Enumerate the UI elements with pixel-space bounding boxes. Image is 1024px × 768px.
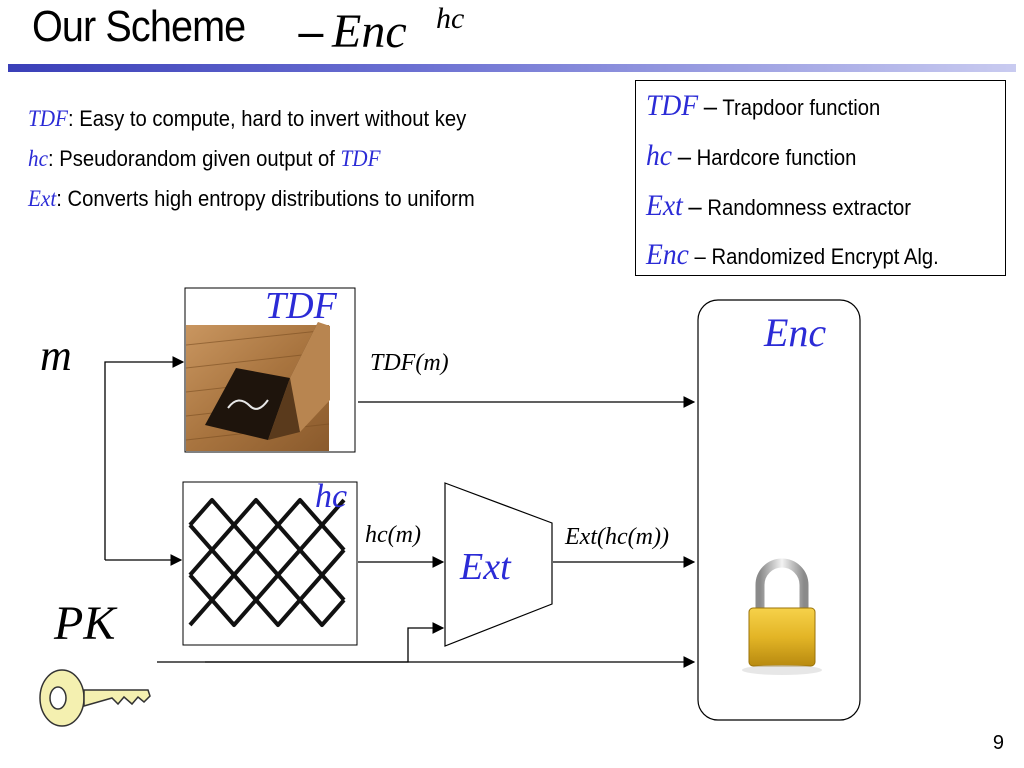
tdf-output-label: TDF(m) — [370, 350, 449, 376]
legend-term: Enc — [646, 238, 689, 271]
enc-block — [697, 299, 861, 721]
legend-box: TDF – Trapdoor function hc – Hardcore fu… — [635, 80, 1006, 276]
legend-term: TDF — [646, 89, 699, 122]
description-suffix: TDF — [340, 146, 381, 171]
legend-item-tdf: TDF – Trapdoor function — [646, 89, 880, 123]
padlock-icon — [742, 558, 822, 675]
description-hc: hc: Pseudorandom given output of TDF — [28, 146, 381, 172]
legend-dash: – — [688, 191, 702, 221]
legend-term: Ext — [646, 189, 683, 222]
legend-item-hc: hc – Hardcore function — [646, 139, 856, 173]
description-text: : Pseudorandom given output of — [47, 146, 341, 171]
ext-output-label: Ext(hc(m)) — [565, 524, 669, 550]
legend-text: Hardcore function — [696, 145, 857, 170]
legend-dash: – — [694, 244, 706, 269]
chain-fence-icon — [182, 481, 358, 646]
description-term: hc — [28, 146, 48, 171]
description-term: TDF — [28, 106, 68, 131]
legend-item-ext: Ext – Randomness extractor — [646, 189, 911, 223]
enc-label: Enc — [764, 310, 827, 355]
description-ext: Ext: Converts high entropy distributions… — [28, 186, 475, 212]
legend-term: hc — [646, 139, 673, 172]
description-text: : Converts high entropy distributions to… — [56, 186, 475, 211]
hc-box-label: hc — [315, 478, 348, 515]
legend-text: Randomized Encrypt Alg. — [711, 244, 939, 269]
title-superscript: hc — [436, 2, 465, 35]
tdf-box-label: TDF — [265, 285, 337, 327]
description-term: Ext — [28, 186, 57, 211]
ext-block — [444, 482, 553, 647]
ext-label: Ext — [460, 546, 511, 588]
input-m-label: m — [40, 331, 72, 380]
key-icon — [39, 669, 151, 727]
description-tdf: TDF: Easy to compute, hard to invert wit… — [28, 106, 466, 132]
legend-dash: – — [703, 91, 718, 121]
title-underline-bar — [8, 64, 1016, 72]
legend-dash: – — [677, 141, 692, 171]
page-number: 9 — [992, 732, 1004, 754]
connection-lines — [104, 356, 696, 668]
title-enc: Enc — [332, 5, 407, 58]
slide-title: Our Scheme — [32, 2, 246, 51]
legend-item-enc: Enc – Randomized Encrypt Alg. — [646, 238, 939, 272]
input-pk-label: PK — [54, 597, 116, 650]
title-dash: − — [294, 12, 328, 58]
legend-text: Trapdoor function — [722, 95, 881, 120]
description-text: : Easy to compute, hard to invert withou… — [67, 106, 467, 131]
hc-output-label: hc(m) — [365, 522, 421, 548]
legend-text: Randomness extractor — [707, 195, 911, 220]
trapdoor-photo — [184, 287, 356, 453]
